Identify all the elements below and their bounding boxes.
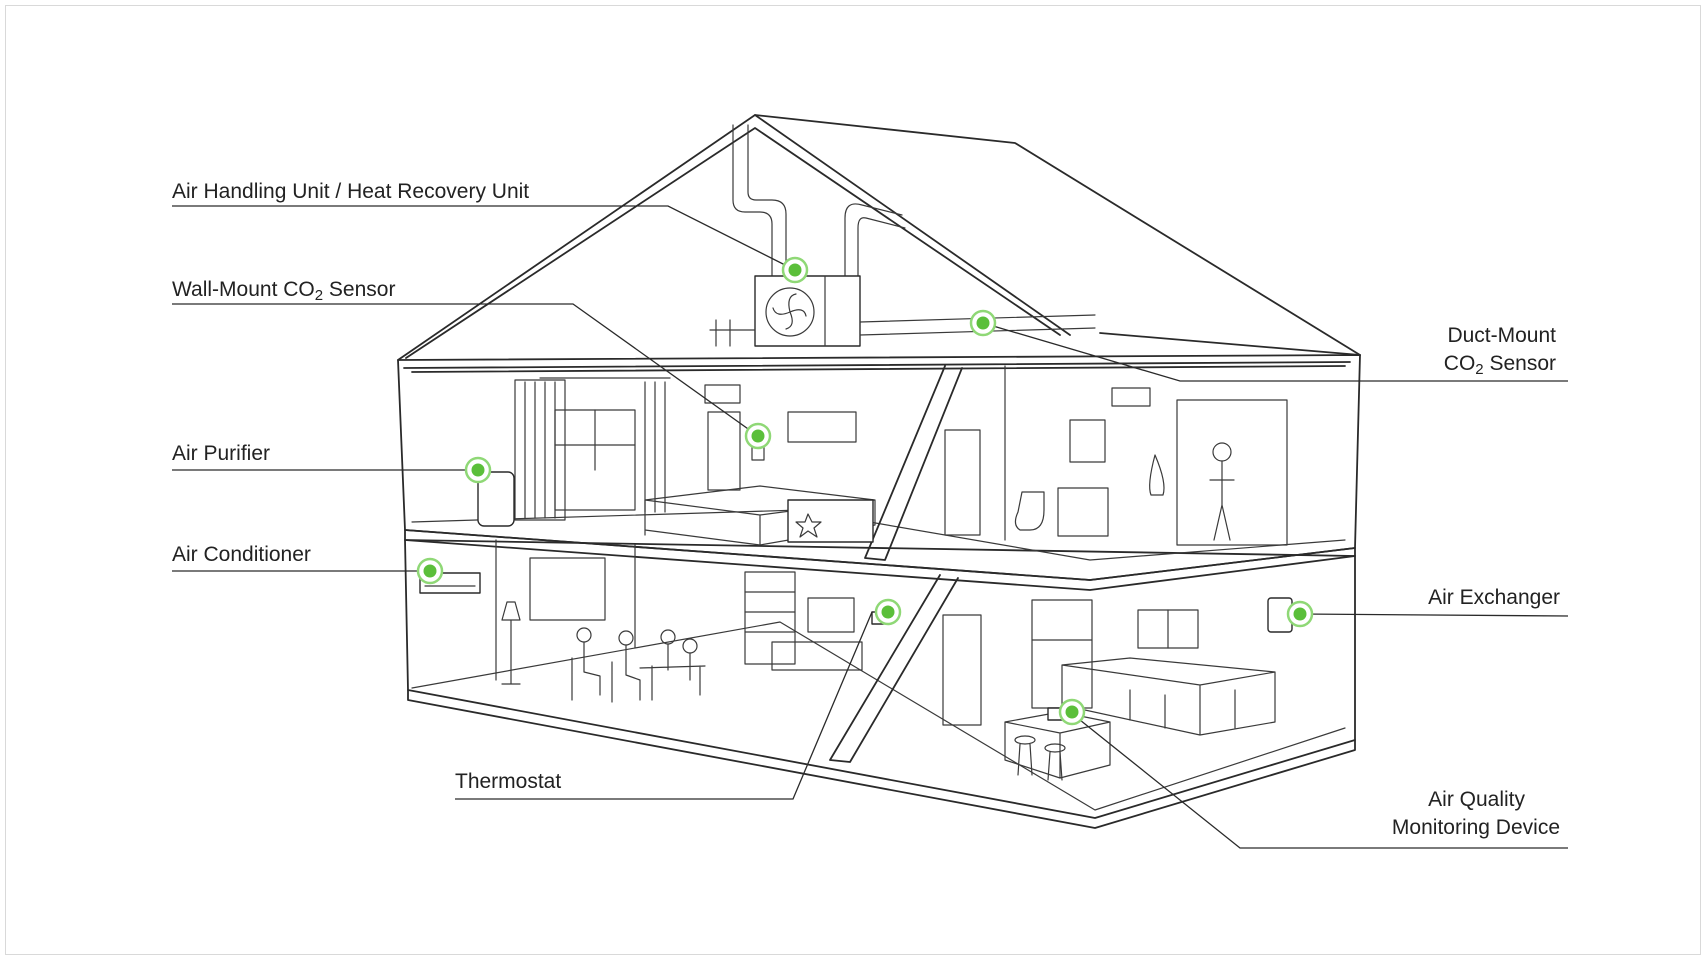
leader-ahu bbox=[172, 205, 796, 271]
bath-vent bbox=[1111, 387, 1151, 407]
leader-lines bbox=[172, 205, 1569, 849]
leader-thermostat bbox=[455, 611, 873, 800]
floor-lamp bbox=[501, 601, 521, 685]
roof-back-edge bbox=[1099, 332, 1361, 356]
kitchen-island bbox=[1004, 711, 1111, 779]
bed bbox=[644, 485, 876, 546]
cabinet bbox=[744, 571, 796, 665]
label-thermostat: Thermostat bbox=[455, 770, 561, 793]
sensor-marker-conditioner bbox=[416, 557, 444, 585]
duct-left bbox=[732, 124, 787, 279]
towel bbox=[1149, 454, 1165, 496]
label-purifier: Air Purifier bbox=[172, 442, 270, 465]
duct-right bbox=[844, 203, 906, 279]
leader-wall-co2 bbox=[172, 303, 759, 437]
vanity bbox=[1057, 487, 1109, 537]
label-ahu: Air Handling Unit / Heat Recovery Unit bbox=[172, 180, 529, 203]
lower-floor-bottom bbox=[407, 689, 1356, 829]
roof-front bbox=[397, 114, 1071, 361]
upper-back-wall bbox=[411, 365, 1346, 373]
sensor-marker-thermostat bbox=[874, 598, 902, 626]
kitchen-door bbox=[942, 614, 982, 726]
bedroom-door bbox=[707, 411, 741, 491]
label-wall-co2: Wall-Mount CO2 Sensor bbox=[172, 278, 395, 304]
labels: Air Handling Unit / Heat Recovery Unit W… bbox=[172, 180, 1560, 839]
family-at-table bbox=[571, 627, 706, 703]
label-duct-line2: CO2 Sensor bbox=[1444, 352, 1556, 378]
lower-floor-outline bbox=[404, 539, 1356, 819]
house-outline bbox=[397, 114, 1361, 829]
kitchen-cabinets bbox=[1129, 689, 1236, 729]
label-aq-line2: Monitoring Device bbox=[1392, 816, 1560, 839]
fan-blades bbox=[772, 293, 807, 330]
sensor-marker-aq-device bbox=[1058, 698, 1086, 726]
air-purifier-device bbox=[477, 471, 515, 527]
toilet bbox=[1014, 491, 1045, 531]
label-conditioner: Air Conditioner bbox=[172, 543, 311, 566]
sensor-markers bbox=[416, 256, 1314, 726]
tv-stand bbox=[771, 641, 863, 671]
roof-ridge bbox=[754, 114, 1361, 356]
mirror bbox=[1069, 419, 1106, 463]
person-body bbox=[1209, 460, 1235, 541]
bedroom bbox=[514, 377, 876, 546]
cut-wall-upper bbox=[864, 365, 963, 561]
upper-floor-outline bbox=[397, 354, 1361, 581]
cut-wall-lower bbox=[829, 574, 959, 763]
shower-cabin bbox=[1176, 399, 1288, 546]
attic-floor bbox=[403, 361, 1351, 369]
vent-grille bbox=[704, 384, 741, 404]
bathroom-door bbox=[944, 429, 981, 536]
curtain-left bbox=[514, 379, 566, 521]
sensor-marker-wall-co2 bbox=[744, 422, 772, 450]
sensor-marker-duct bbox=[969, 309, 997, 337]
wall-art bbox=[787, 411, 857, 443]
living-room bbox=[419, 557, 885, 703]
bathroom bbox=[944, 387, 1288, 546]
living-window bbox=[529, 557, 606, 621]
roof-inner bbox=[405, 127, 1061, 359]
image-frame bbox=[5, 5, 1701, 955]
cabinet-shelves bbox=[744, 591, 796, 633]
sensor-marker-ahu bbox=[781, 256, 809, 284]
star-icon bbox=[795, 513, 822, 538]
tv bbox=[807, 597, 855, 633]
fan-icon bbox=[765, 287, 815, 337]
bar-stools bbox=[1014, 735, 1066, 781]
leader-duct bbox=[982, 322, 1568, 382]
label-aq-line1: Air Quality bbox=[1428, 788, 1525, 811]
leader-exchanger bbox=[1299, 613, 1569, 617]
upper-floor-line bbox=[411, 509, 1346, 561]
ahu-box bbox=[754, 275, 861, 347]
kitchen-counter bbox=[1061, 657, 1276, 736]
kitchen bbox=[942, 597, 1293, 781]
lower-floor-line bbox=[411, 621, 1346, 811]
showering-person bbox=[1212, 442, 1232, 462]
leader-aq-device bbox=[1069, 711, 1568, 849]
label-exchanger: Air Exchanger bbox=[1428, 586, 1560, 609]
sensor-marker-exchanger bbox=[1286, 600, 1314, 628]
sensor-marker-purifier bbox=[464, 456, 492, 484]
label-duct-line1: Duct-Mount bbox=[1447, 324, 1556, 347]
